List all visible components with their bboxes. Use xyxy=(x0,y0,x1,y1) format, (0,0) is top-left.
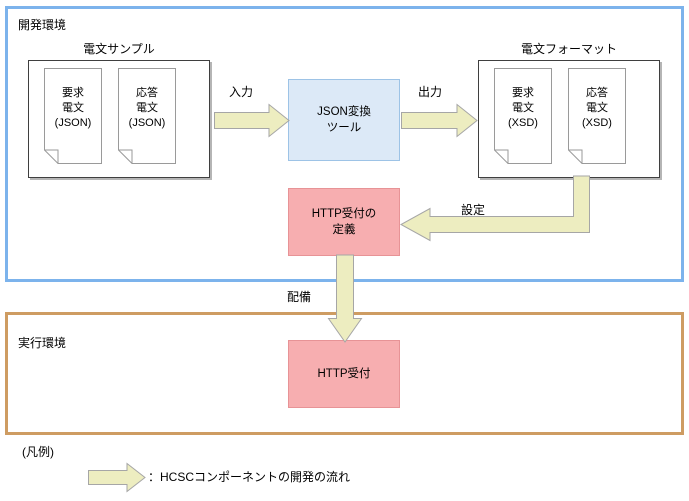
document-request-json-text: 要求電文 (JSON) xyxy=(44,86,102,131)
group-title-message-format: 電文フォーマット xyxy=(520,42,617,56)
document-request-xsd-text: 要求電文 (XSD) xyxy=(494,86,552,131)
document-line-3: (XSD) xyxy=(508,117,538,129)
flow-label-input: 入力 xyxy=(229,85,254,99)
environment-label-runtime: 実行環境 xyxy=(18,336,67,350)
process-box-http-definition[interactable]: HTTP受付の 定義 xyxy=(288,188,400,256)
document-line-2: 電文 xyxy=(62,102,84,114)
document-line-3: (XSD) xyxy=(582,117,612,129)
document-line-1: 要求 xyxy=(512,87,534,99)
document-line-1: 応答 xyxy=(136,87,158,99)
legend-arrow-icon xyxy=(88,462,146,493)
document-response-xsd-text: 応答電文 (XSD) xyxy=(568,86,626,131)
document-line-3: (JSON) xyxy=(128,117,166,129)
process-box-json-tool[interactable]: JSON変換 ツール xyxy=(288,79,400,161)
arrow-input xyxy=(214,103,290,138)
process-box-http-reception[interactable]: HTTP受付 xyxy=(288,340,400,408)
legend-title: (凡例) xyxy=(22,445,54,459)
document-line-2: 電文 xyxy=(512,102,534,114)
document-request-xsd: 要求電文 (XSD) xyxy=(494,68,552,164)
legend-description: ：HCSCコンポーネントの開発の流れ xyxy=(148,470,351,484)
flow-label-deploy: 配備 xyxy=(287,290,312,304)
arrow-output xyxy=(401,103,478,138)
document-line-1: 応答 xyxy=(586,87,608,99)
arrow-deploy xyxy=(327,254,363,343)
document-line-3: (JSON) xyxy=(54,117,92,129)
environment-label-development: 開発環境 xyxy=(18,18,67,32)
document-request-json: 要求電文 (JSON) xyxy=(44,68,102,164)
document-line-1: 要求 xyxy=(62,87,84,99)
document-response-json: 応答電文 (JSON) xyxy=(118,68,176,164)
document-line-2: 電文 xyxy=(136,102,158,114)
flow-label-config: 設定 xyxy=(461,203,486,217)
arrow-config xyxy=(399,175,590,246)
flow-label-output: 出力 xyxy=(418,85,443,99)
document-response-json-text: 応答電文 (JSON) xyxy=(118,86,176,131)
document-response-xsd: 応答電文 (XSD) xyxy=(568,68,626,164)
group-title-message-sample: 電文サンプル xyxy=(83,42,155,56)
document-line-2: 電文 xyxy=(586,102,608,114)
